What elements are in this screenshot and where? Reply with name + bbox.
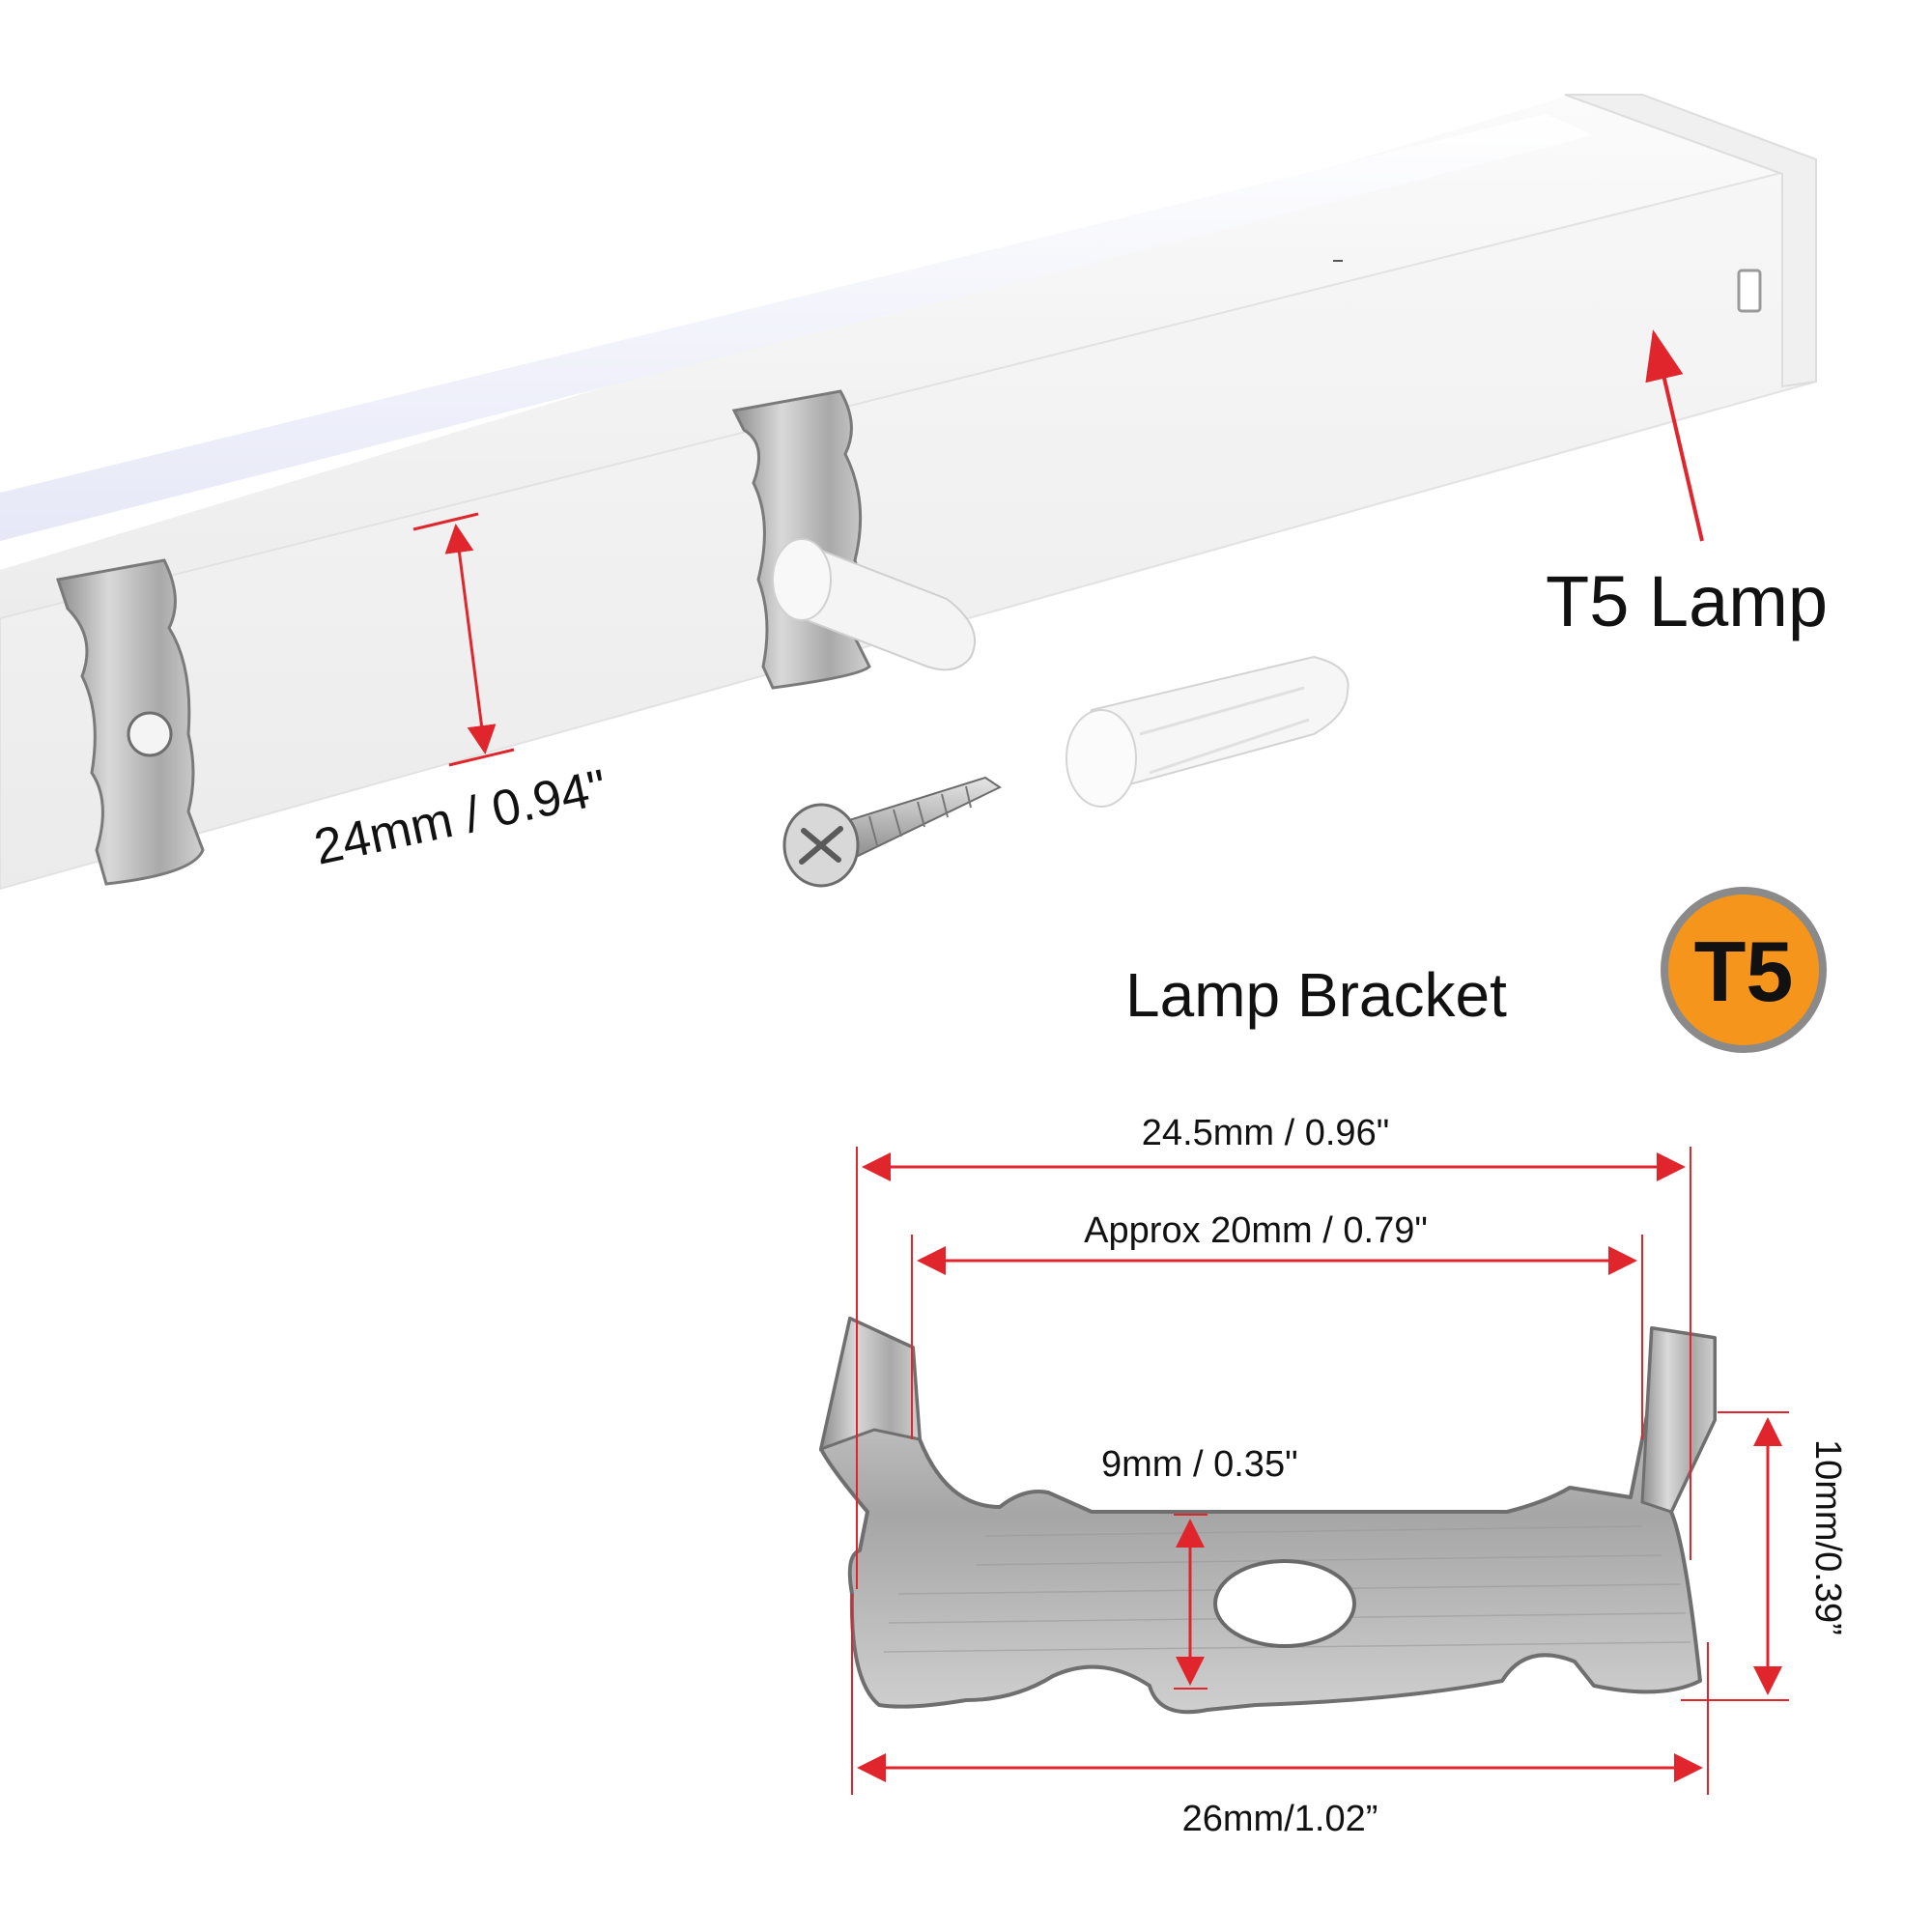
side-height-dimension [1681, 1411, 1789, 1701]
lamp-callout-arrow [1645, 329, 1704, 542]
lamp-bracket [818, 1316, 1717, 1715]
badge-label: T5 [1694, 923, 1794, 1019]
t5-badge: T5 [1661, 887, 1827, 1053]
inner-width-label: Approx 20mm / 0.79" [1084, 1210, 1428, 1251]
bracket-left-tab [818, 1316, 922, 1452]
outer-top-width-label: 24.5mm / 0.96" [1142, 1113, 1389, 1153]
screw [782, 776, 1003, 888]
bottom-width-dimension [851, 1594, 1709, 1795]
wall-anchor [1065, 655, 1350, 808]
lamp-top-face [0, 97, 1816, 620]
inner-width-dimension [911, 1235, 1643, 1439]
bracket-right-tab [1640, 1326, 1717, 1514]
hole-height-label: 9mm / 0.35" [1101, 1444, 1298, 1485]
outer-top-width-dimension [856, 1147, 1691, 1589]
side-height-label: 10mm/0.39” [1807, 1439, 1848, 1635]
lamp-label: T5 Lamp [1546, 561, 1828, 641]
lamp-clip-left [56, 558, 205, 886]
bottom-width-label: 26mm/1.02” [1182, 1799, 1378, 1839]
bracket-hole [1213, 1559, 1356, 1648]
lamp-height-dimension [412, 512, 515, 767]
t5-lamp [0, 94, 1817, 891]
lamp-end-cap [1564, 94, 1817, 388]
end-cap-slot [1737, 269, 1762, 313]
lamp-clip-middle [731, 389, 976, 690]
clip-hole [127, 711, 173, 757]
hole-height-dimension [1174, 1514, 1208, 1690]
lamp-diffuser [0, 114, 1594, 541]
bracket-title: Lamp Bracket [1125, 960, 1507, 1030]
